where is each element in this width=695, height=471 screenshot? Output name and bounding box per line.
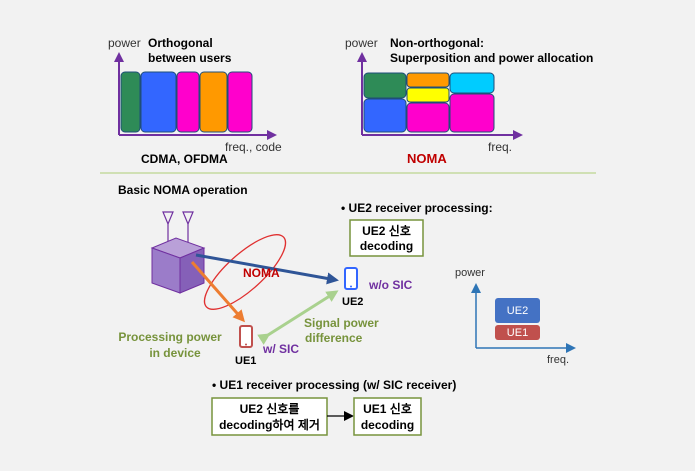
bar-ue2: [495, 298, 540, 323]
bar-ue1-label: UE1: [507, 327, 528, 339]
orthogonal-diagram: power Orthogonal between users freq., co…: [108, 36, 282, 166]
noma-ellipse: [203, 234, 287, 310]
noma-axis-y-label: power: [345, 36, 378, 50]
ue2-box-line2: decoding: [360, 239, 413, 253]
ortho-block-green: [120, 71, 141, 133]
signal-power-label-1: Signal power: [304, 316, 379, 330]
ue1-box1-line2: decoding하여 제거: [219, 417, 320, 432]
ue1-decoding-box: [353, 397, 422, 436]
base-station-icon: [150, 237, 206, 294]
ue1-label: UE1: [235, 355, 256, 367]
antenna-icon: [162, 211, 194, 242]
noma-axis-x-label: freq.: [488, 140, 512, 154]
section-title: Basic NOMA operation: [118, 183, 248, 197]
noma-block-cyan: [449, 72, 495, 94]
ue2-rx-title: • UE2 receiver processing:: [341, 201, 493, 215]
noma-block-green: [363, 72, 407, 99]
ortho-block-magenta-2: [227, 71, 253, 133]
noma-title-1: Non-orthogonal:: [390, 36, 484, 50]
noma-label: NOMA: [243, 266, 280, 280]
ue2-decoding-box: [349, 219, 424, 257]
noma-block-orange: [406, 72, 450, 88]
ortho-title-2: between users: [148, 51, 232, 65]
bar-ue1: [495, 325, 540, 340]
ortho-block-orange: [199, 71, 228, 133]
signal-power-label-2: difference: [305, 331, 363, 345]
power-allocation-chart: UE2 UE1 power freq.: [455, 267, 576, 366]
arrow-to-ue2: [195, 253, 339, 285]
w-sic-label: w/ SIC: [262, 342, 299, 356]
ue2-box-line1: UE2 신호: [362, 223, 411, 238]
ortho-block-blue: [140, 71, 177, 133]
ue1-phone-icon: [239, 325, 253, 348]
noma-block-magenta-2: [449, 93, 495, 133]
ue1-cancel-box: [211, 397, 328, 436]
ue1-box1-line1: UE2 신호를: [240, 401, 300, 416]
processing-power-label-1: Processing power: [118, 330, 222, 344]
ortho-caption: CDMA, OFDMA: [141, 152, 228, 166]
small-axis-y-label: power: [455, 267, 485, 279]
noma-caption: NOMA: [407, 151, 447, 166]
ortho-axis-y-label: power: [108, 36, 141, 50]
ue2-label: UE2: [342, 296, 363, 308]
small-axis-x-label: freq.: [547, 354, 569, 366]
ortho-axis-x-label: freq., code: [225, 140, 282, 154]
ue1-rx-title: • UE1 receiver processing (w/ SIC receiv…: [212, 378, 456, 392]
ortho-title-1: Orthogonal: [148, 36, 213, 50]
ortho-block-magenta: [176, 71, 200, 133]
arrow-to-ue1: [190, 261, 245, 323]
noma-block-blue-1: [363, 98, 407, 133]
signal-power-arrow: [257, 290, 339, 345]
noma-block-magenta-1: [406, 102, 450, 133]
noma-diagram: power Non-orthogonal: Superposition and …: [345, 36, 593, 166]
processing-power-label-2: in device: [149, 346, 201, 360]
ue1-box2-line1: UE1 신호: [363, 401, 412, 416]
noma-block-yellow: [406, 87, 450, 103]
bar-ue2-label: UE2: [507, 305, 528, 317]
ue2-phone-icon: [344, 267, 358, 290]
wo-sic-label: w/o SIC: [368, 278, 413, 292]
noma-title-2: Superposition and power allocation: [390, 51, 593, 65]
ue1-box2-line2: decoding: [361, 418, 414, 432]
